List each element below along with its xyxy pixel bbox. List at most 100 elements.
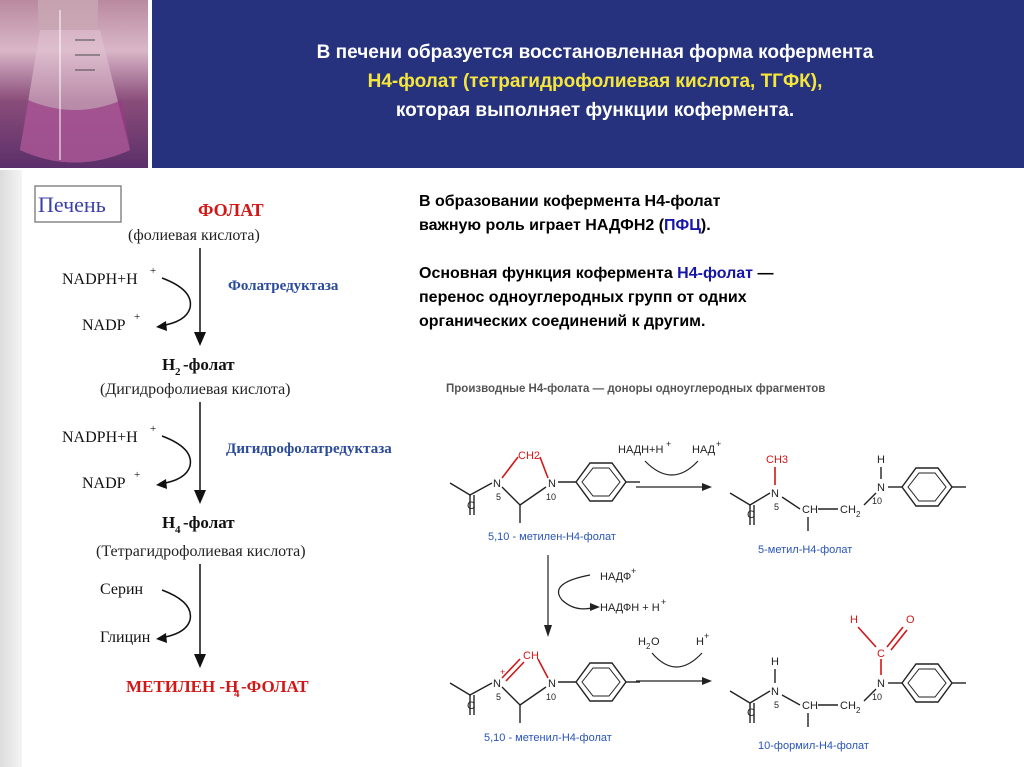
structure-methenyl: C N 5 + CH N 10 5,10 - метенил-Н4-фолат [449, 650, 640, 744]
h4-folate-h: H [162, 513, 175, 532]
nadp-in-plus: + [631, 566, 636, 576]
nadp-2: NADP [82, 475, 126, 492]
me-ten: 10 [872, 496, 882, 506]
m-n5: N [493, 478, 501, 490]
methylene-folate-b: -ФОЛАТ [241, 677, 309, 696]
spacer [419, 238, 979, 262]
methylene-folate-sub: 4 [234, 688, 240, 700]
p1-line1: В образовании кофермента Н4-фолат [419, 193, 721, 210]
nadp-1-plus: + [134, 311, 140, 323]
organ-label: Печень [38, 192, 106, 217]
f-h-formyl: H [850, 614, 858, 626]
p2-line3: органических соединений к другим. [419, 313, 706, 330]
p2-line1-a: Основная функция кофермента [419, 265, 678, 282]
reaction-arrow-3: H 2 O H + [636, 631, 712, 685]
arrow-head-3 [194, 654, 206, 668]
title-line-3: которая выполняет функции кофермента. [395, 100, 795, 121]
h2-folate-rest: -фолат [183, 355, 235, 374]
methylene-name: 5,10 - метилен-Н4-фолат [488, 531, 616, 543]
h2o-h: H [638, 636, 646, 648]
f-ch: CH [802, 700, 818, 712]
mt-five: 5 [496, 692, 501, 702]
f-n5: N [771, 686, 779, 698]
mt-plus: + [500, 667, 505, 677]
folate-label: ФОЛАТ [198, 200, 264, 220]
serine: Серин [100, 581, 144, 598]
reaction-arrow-2: НАДФ + НАДФН + Н + [544, 555, 666, 637]
header-divider [148, 0, 152, 168]
p1-line2-b: ). [700, 217, 711, 234]
nadph-out-plus: + [661, 597, 666, 607]
organ-label-box [34, 185, 122, 223]
m-ten: 10 [546, 492, 556, 502]
f-o-formyl: O [906, 614, 915, 626]
mt-ten: 10 [546, 692, 556, 702]
nadph-2: NADPH+H [62, 429, 138, 446]
me-ch2: CH [840, 504, 856, 516]
flask-image [0, 0, 150, 168]
structure-methylene: C N 5 CH2 N 10 5,10 - метилен-Н4-фолат [449, 450, 640, 543]
f-ten: 10 [872, 692, 882, 702]
h4-folate-sub: 4 [175, 524, 181, 536]
me-ch3: CH3 [766, 454, 788, 466]
m-c: C [467, 500, 475, 512]
me-ch2-sub: 2 [856, 510, 861, 519]
me-c: C [747, 509, 755, 521]
enzyme-folate-reductase: Фолатредуктаза [228, 278, 339, 294]
nadp-in: НАДФ [600, 571, 631, 583]
cofactor-curve-2 [159, 435, 192, 485]
h2-folate-name: (Дигидрофолиевая кислота) [100, 381, 291, 398]
f-ch2: CH [840, 700, 856, 712]
nad-out-plus: + [716, 439, 721, 449]
f-h5: H [771, 656, 779, 668]
h-plus-sign: + [704, 631, 709, 641]
f-c: C [747, 707, 755, 719]
me-n5: N [771, 488, 779, 500]
nadp-1: NADP [82, 317, 126, 334]
f-ch2-sub: 2 [856, 706, 861, 715]
reaction-arrow-1: НАДН+Н + НАД + [618, 439, 721, 491]
methenyl-name: 5,10 - метенил-Н4-фолат [484, 732, 612, 744]
h-plus: H [696, 636, 704, 648]
methyl-name: 5-метил-Н4-фолат [758, 544, 852, 556]
p2-h4-folate: Н4-фолат [677, 265, 754, 282]
h2o-sub: 2 [646, 642, 651, 651]
f-n10: N [877, 678, 885, 690]
slide-title: В печени образуется восстановленная форм… [200, 38, 990, 125]
p2-line1: Основная функция кофермента Н4-фолат — [419, 262, 979, 286]
p2-line1-b: — [753, 265, 774, 282]
m-ch2: CH2 [518, 450, 540, 462]
nadp-2-plus: + [134, 469, 140, 481]
nad-out: НАД [692, 444, 716, 456]
me-five: 5 [774, 502, 779, 512]
explanation-text: В образовании кофермента Н4-фолат важную… [419, 190, 979, 334]
h4-folate-name: (Тетрагидрофолиевая кислота) [96, 543, 306, 560]
h4-folate-rest: -фолат [183, 513, 235, 532]
p1-pfc: ПФЦ [664, 217, 701, 234]
structure-methyl: C N 5 CH3 CH CH 2 N 10 H 5-метил-Н4-фола… [729, 454, 966, 556]
p1-line2-a: важную роль играет НАДФН2 ( [419, 217, 665, 234]
arrow-head-2 [194, 490, 206, 504]
title-line-2: Н4-фолат (тетрагидрофолиевая кислота, ТГ… [367, 71, 823, 92]
folate-reduction-scheme: Печень ФОЛАТ (фолиевая кислота) NADPH+H … [34, 185, 392, 700]
h2-folate-h: H [162, 355, 175, 374]
enzyme-dihydrofolate-reductase: Дигидрофолатредуктаза [226, 441, 392, 457]
formyl-name: 10-формил-Н4-фолат [758, 740, 869, 752]
p2-line2: перенос одноуглеродных групп от одних [419, 289, 747, 306]
mt-n10: N [548, 678, 556, 690]
me-n10: N [877, 482, 885, 494]
mt-n5: N [493, 678, 501, 690]
nadph-1-plus: + [150, 265, 156, 277]
glycine: Глицин [100, 629, 151, 646]
serine-glycine-arrow [156, 633, 167, 643]
folate-subtitle: (фолиевая кислота) [128, 227, 260, 244]
h2o-o: O [651, 636, 660, 648]
m-five: 5 [496, 492, 501, 502]
structure-formyl: C N 5 H CH CH 2 N 10 C H O 10-формил-Н4-… [729, 614, 966, 752]
f-c-formyl: C [877, 648, 885, 660]
title-line-1: В печени образуется восстановленная форм… [316, 42, 874, 63]
cofactor-curve-1 [159, 277, 192, 327]
p1-line2: важную роль играет НАДФН2 (ПФЦ). [419, 214, 979, 238]
slide-header: В печени образуется восстановленная форм… [0, 0, 1024, 168]
methylene-folate-a: МЕТИЛЕН -Н [126, 677, 238, 696]
